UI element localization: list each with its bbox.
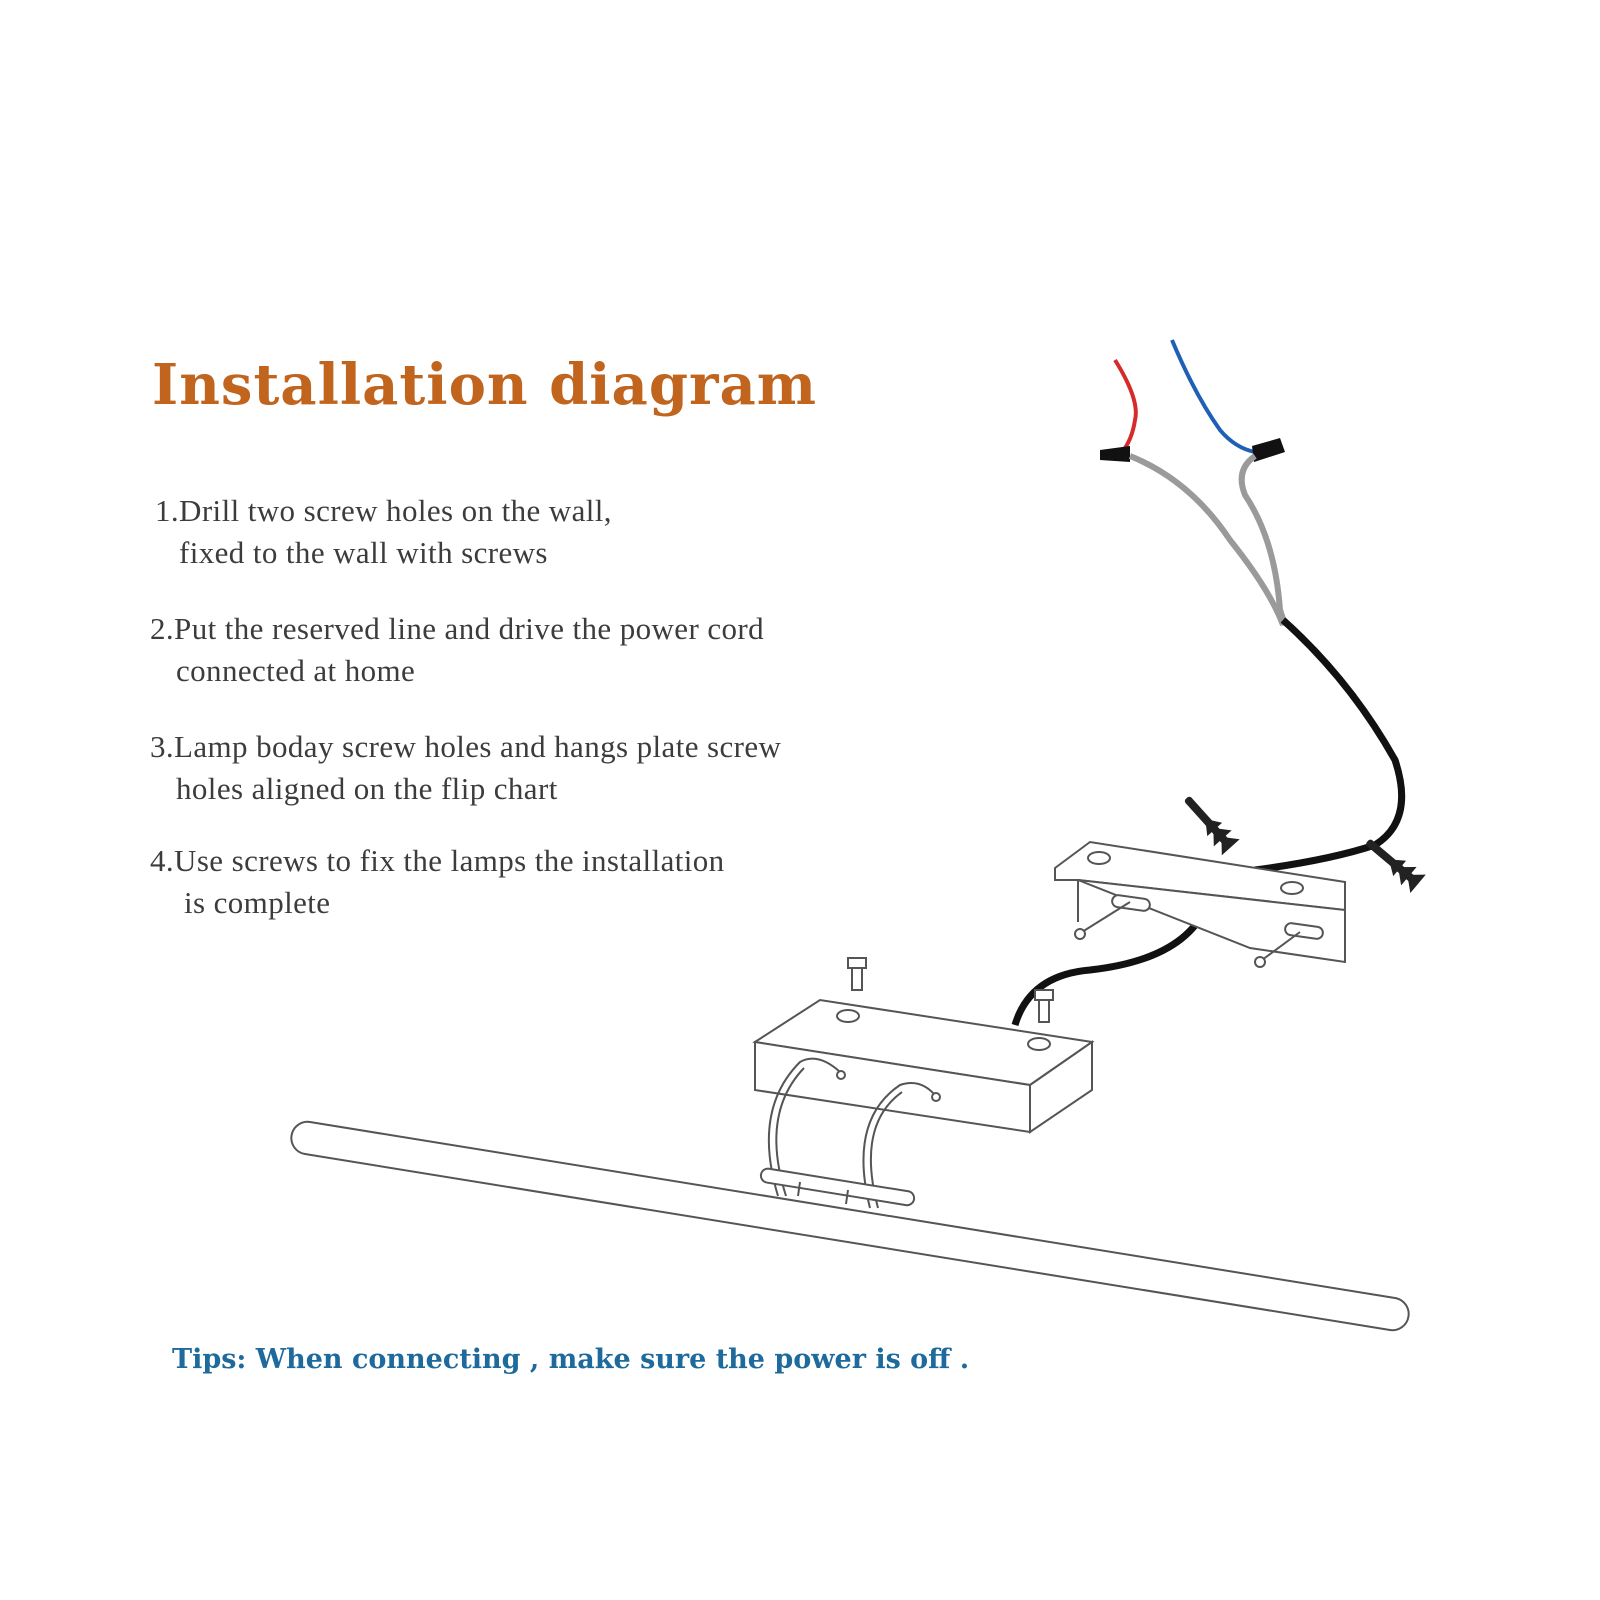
wire-connector-icon bbox=[1100, 446, 1130, 462]
junction-box bbox=[752, 998, 1095, 1134]
gray-lamp-wire bbox=[1128, 453, 1286, 627]
screw-icon bbox=[1034, 989, 1054, 1023]
step-2-line-2: connected at home bbox=[176, 653, 416, 688]
page-title: Installation diagram bbox=[152, 352, 818, 418]
wall-anchor-icon bbox=[1184, 796, 1240, 856]
step-1-line-2: fixed to the wall with screws bbox=[179, 535, 548, 570]
step-1-line-1: 1.Drill two screw holes on the wall, bbox=[155, 493, 612, 528]
step-4-line-2: is complete bbox=[184, 885, 331, 920]
wire-connector-icon bbox=[1252, 438, 1285, 462]
step-4: 4.Use screws to fix the lamps the instal… bbox=[150, 840, 725, 924]
step-3-line-1: 3.Lamp boday screw holes and hangs plate… bbox=[150, 729, 782, 764]
wall-anchor-icon bbox=[1366, 839, 1426, 894]
red-supply-wire bbox=[1113, 358, 1138, 454]
step-1: 1.Drill two screw holes on the wall, fix… bbox=[155, 490, 612, 574]
step-2-line-1: 2.Put the reserved line and drive the po… bbox=[150, 611, 765, 646]
tips-note: Tips: When connecting , make sure the po… bbox=[172, 1344, 970, 1375]
power-cord bbox=[1254, 617, 1406, 874]
lamp-bar bbox=[290, 1120, 1410, 1332]
step-2: 2.Put the reserved line and drive the po… bbox=[150, 608, 764, 692]
gray-lamp-wire bbox=[1238, 453, 1288, 626]
blue-supply-wire bbox=[1170, 339, 1256, 454]
step-3: 3.Lamp boday screw holes and hangs plate… bbox=[150, 726, 781, 810]
power-cord bbox=[1011, 908, 1209, 1027]
step-3-line-2: holes aligned on the flip chart bbox=[176, 771, 558, 806]
step-4-line-1: 4.Use screws to fix the lamps the instal… bbox=[150, 843, 725, 878]
screw-icon bbox=[847, 957, 867, 991]
screw-icon bbox=[1254, 922, 1324, 968]
screw-icon bbox=[1074, 894, 1151, 940]
